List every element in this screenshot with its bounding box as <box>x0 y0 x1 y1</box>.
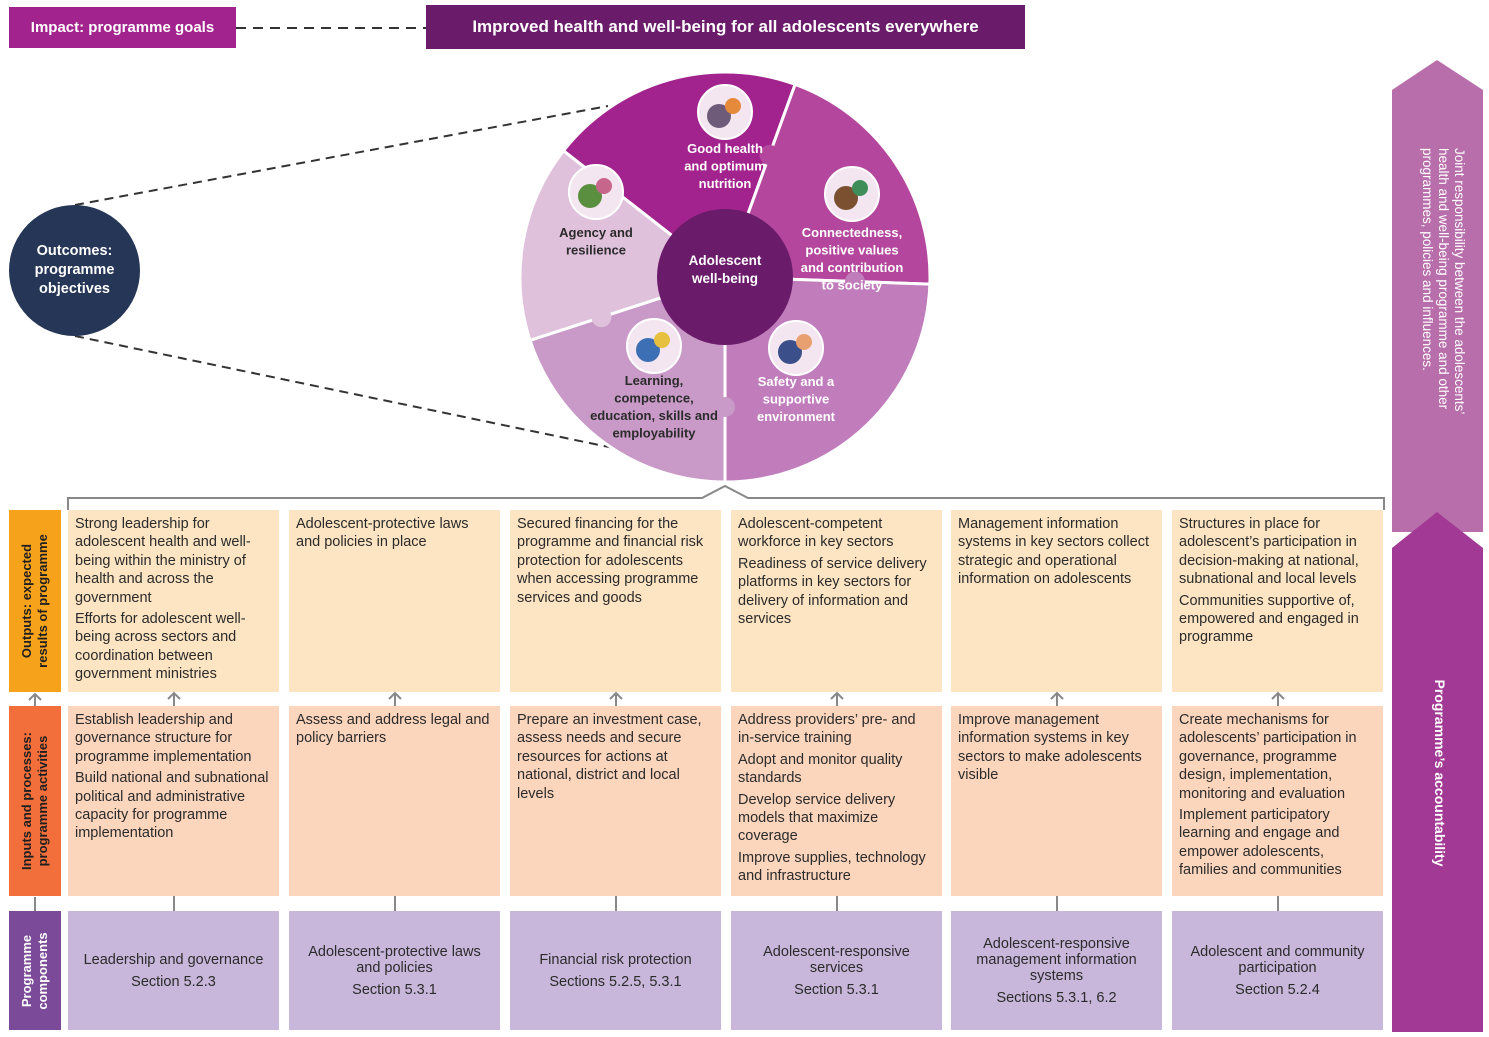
input-card: Address providers’ pre- and in-service t… <box>731 706 942 896</box>
component-name: Leadership and governance <box>83 951 264 968</box>
component-section: Section 5.3.1 <box>794 981 879 998</box>
component-section: Sections 5.3.1, 6.2 <box>996 989 1117 1006</box>
outcomes-label-line: objectives <box>39 280 110 297</box>
puzzle-knob <box>715 397 735 417</box>
impact-label: Impact: programme goals <box>9 7 236 48</box>
component-name: Financial risk protection <box>539 951 692 968</box>
input-item: Implement participatory learning and eng… <box>1179 807 1342 879</box>
input-card: Assess and address legal and policy barr… <box>289 706 500 896</box>
domain-label-line: environment <box>757 409 836 424</box>
output-card: Adolescent-competent workforce in key se… <box>731 510 942 692</box>
output-item: Readiness of service delivery platforms … <box>738 555 927 628</box>
inputs-row-label: Inputs and processes:programme activitie… <box>9 706 61 896</box>
accountability-label: Programme’s accountability <box>1432 679 1448 867</box>
component-name: Adolescent-responsive services <box>763 943 910 976</box>
cyclist-icon <box>697 84 753 140</box>
domain-label-line: supportive <box>763 392 829 407</box>
goal-title: Improved health and well-being for all a… <box>426 5 1025 49</box>
mountain-climb-icon <box>568 164 624 220</box>
input-item: Improve management information systems i… <box>958 712 1142 784</box>
domain-label-line: resilience <box>566 243 626 258</box>
family-hands-icon <box>768 320 824 376</box>
input-card: Establish leadership and governance stru… <box>68 706 279 896</box>
wheel-center-line: Adolescent <box>689 253 762 268</box>
output-item: Structures in place for adolescent’s par… <box>1179 516 1359 588</box>
wellbeing-wheel: Adolescent well-being Good health and opt… <box>518 70 932 484</box>
component-section: Sections 5.2.5, 5.3.1 <box>549 973 682 990</box>
output-card: Structures in place for adolescent’s par… <box>1172 510 1383 692</box>
input-card: Prepare an investment case, assess needs… <box>510 706 721 896</box>
joint-responsibility-text: Joint responsibility between the adolesc… <box>1420 148 1467 414</box>
output-item: Communities supportive of, empowered and… <box>1179 592 1359 646</box>
laptop-books-icon <box>626 318 682 374</box>
domain-label-line: Connectedness, <box>802 225 902 240</box>
component-name: Adolescent and community participation <box>1190 943 1365 976</box>
domain-label-line: Agency and <box>559 225 633 240</box>
domain-label-line: positive values <box>805 243 898 258</box>
input-item: Establish leadership and governance stru… <box>75 712 252 765</box>
input-item: Adopt and monitor quality standards <box>738 751 903 787</box>
component-card: Adolescent-responsive management informa… <box>951 911 1162 1030</box>
component-section: Section 5.2.4 <box>1235 981 1320 998</box>
input-item: Address providers’ pre- and in-service t… <box>738 712 916 747</box>
input-card: Create mechanisms for adolescents’ parti… <box>1172 706 1383 896</box>
globe-hands-icon <box>824 166 880 222</box>
wheel-center-line: well-being <box>691 271 758 286</box>
input-item: Build national and subnational political… <box>75 770 269 842</box>
puzzle-knob <box>844 271 865 292</box>
domain-label-line: and optimum <box>684 159 766 174</box>
domain-label-line: nutrition <box>699 176 752 191</box>
accountability-label-box: Programme’s accountability <box>1425 668 1455 878</box>
input-item: Improve supplies, technology and infrast… <box>738 849 926 885</box>
accountability-arrow <box>1392 60 1483 1032</box>
component-name: Adolescent-responsive management informa… <box>976 935 1137 984</box>
domain-label-line: competence, <box>614 391 693 406</box>
domain-label-line: education, skills and <box>590 408 718 423</box>
output-card: Adolescent-protective laws and policies … <box>289 510 500 692</box>
input-item: Prepare an investment case, assess needs… <box>517 712 702 802</box>
domain-label-line: employability <box>612 426 696 441</box>
output-item: Management information systems in key se… <box>958 516 1149 588</box>
component-section: Section 5.2.3 <box>131 973 216 990</box>
input-card: Improve management information systems i… <box>951 706 1162 896</box>
domain-label-line: Safety and a <box>758 374 835 389</box>
wheel-center <box>657 209 793 345</box>
outcomes-label-line: Outcomes: <box>36 243 113 260</box>
output-item: Efforts for adolescent well-being across… <box>75 611 246 683</box>
puzzle-knob <box>591 307 612 328</box>
component-name: Adolescent-protective laws and policies <box>308 943 481 976</box>
output-item: Adolescent-protective laws and policies … <box>296 516 469 551</box>
input-item: Develop service delivery models that max… <box>738 791 896 845</box>
output-card: Strong leadership for adolescent health … <box>68 510 279 692</box>
output-card: Secured financing for the programme and … <box>510 510 721 692</box>
input-item: Create mechanisms for adolescents’ parti… <box>1179 712 1357 802</box>
domain-label-line: Good health <box>687 141 763 156</box>
outcomes-label-line: programme <box>34 262 115 279</box>
domain-label-line: and contribution <box>801 260 904 275</box>
puzzle-knob <box>759 144 780 165</box>
domain-label-line: Learning, <box>625 373 684 388</box>
domain-label-line: to society <box>822 278 883 293</box>
input-item: Assess and address legal and policy barr… <box>296 712 490 747</box>
output-item: Strong leadership for adolescent health … <box>75 516 251 606</box>
wheel-segment <box>528 274 727 484</box>
outcomes-label: Outcomes: programme objectives <box>9 205 140 336</box>
output-item: Secured financing for the programme and … <box>517 516 704 606</box>
output-card: Management information systems in key se… <box>951 510 1162 692</box>
output-item: Adolescent-competent workforce in key se… <box>738 516 894 551</box>
component-section: Section 5.3.1 <box>352 981 437 998</box>
